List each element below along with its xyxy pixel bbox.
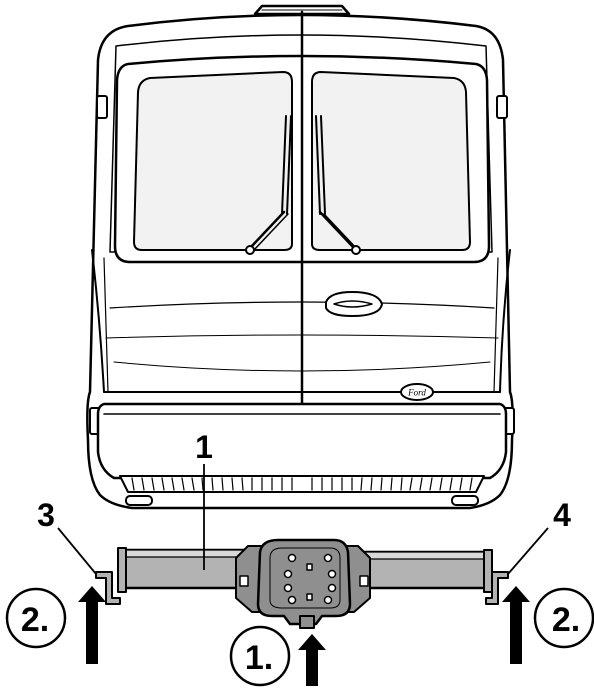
mount-bracket-left [95,571,121,605]
step-circle-right [533,587,594,649]
install-arrows [78,586,530,686]
hinge-right-upper [496,95,508,119]
wiper-left [245,115,292,255]
callout-part-1: 1 [195,429,213,465]
hinge-left-upper [96,95,108,119]
leader-lines [57,464,549,575]
right-window [311,71,471,251]
step-circle-center [229,625,291,687]
hitch-bolt-holes [283,553,337,605]
ford-logo: Ford [400,383,434,401]
reflector-right [451,495,479,506]
callout-part-3: 3 [37,497,55,533]
callout-part-4: 4 [553,497,571,533]
door-handle [325,291,383,317]
van-rear: Ford [86,4,515,510]
wiper-right [315,115,361,255]
step-label-right: 2. [552,601,580,639]
step-label-center: 1. [245,639,273,677]
left-window [133,71,293,251]
arrow-up-center-icon [298,634,326,686]
arrow-up-right-icon [502,586,530,664]
reflector-left [125,495,153,506]
step-markers [5,587,594,687]
tow-bar-assembly [95,538,509,629]
step-label-left: 2. [21,601,49,639]
leader-part-3 [57,527,97,575]
mount-bracket-right [485,571,509,605]
leader-part-4 [507,527,549,575]
ford-logo-text: Ford [407,388,426,398]
rear-bumper [96,402,508,480]
step-circle-left [5,587,67,649]
arrow-up-left-icon [78,586,106,664]
step-ribs [131,477,473,491]
bumper-step [119,475,485,493]
